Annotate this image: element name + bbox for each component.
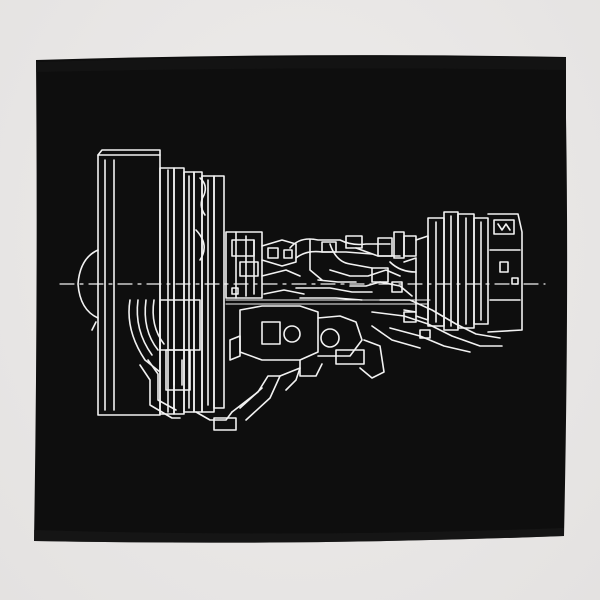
jet-engine-cutaway-icon <box>59 149 546 431</box>
